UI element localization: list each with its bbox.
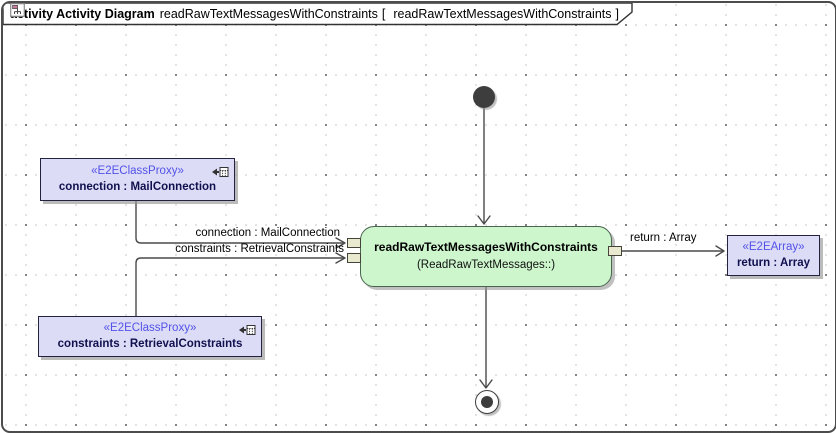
edges-layer bbox=[135, 107, 725, 389]
final-node-dot bbox=[481, 396, 493, 408]
action-name: readRawTextMessagesWithConstraints bbox=[374, 240, 598, 255]
object-flow-constraints[interactable] bbox=[135, 252, 346, 317]
edge-label-connection[interactable]: connection : MailConnection bbox=[195, 227, 340, 239]
input-pin-constraints[interactable] bbox=[347, 253, 361, 263]
node-name: connection : MailConnection bbox=[58, 180, 217, 193]
frame-kind-label: activity Activity Diagram bbox=[10, 6, 155, 21]
object-flow-connection[interactable] bbox=[135, 198, 346, 249]
node-connection-proxy[interactable]: «E2EClassProxy» connection : MailConnect… bbox=[40, 158, 235, 201]
input-pin-connection[interactable] bbox=[347, 238, 361, 248]
node-action-readrawtextmessages[interactable]: readRawTextMessagesWithConstraints (Read… bbox=[360, 226, 612, 287]
frame-diagram-name: readRawTextMessagesWithConstraints bbox=[159, 6, 378, 21]
diagram-frame-tab[interactable]: activity Activity Diagram readRawTextMes… bbox=[3, 3, 635, 26]
control-flow-action-to-final[interactable] bbox=[479, 285, 493, 389]
proxy-link-icon bbox=[211, 163, 229, 185]
stereotype-label: «E2EClassProxy» bbox=[91, 164, 184, 177]
node-constraints-proxy[interactable]: «E2EClassProxy» constraints : RetrievalC… bbox=[38, 316, 262, 357]
node-name: return : Array bbox=[736, 256, 811, 269]
activity-final-node[interactable] bbox=[475, 390, 499, 414]
stereotype-label: «E2EClassProxy» bbox=[103, 321, 197, 334]
frame-context-name: readRawTextMessagesWithConstraints bbox=[393, 6, 612, 21]
output-pin-return[interactable] bbox=[608, 246, 622, 256]
edge-label-return[interactable]: return : Array bbox=[630, 232, 697, 244]
stereotype-label: «E2EArray» bbox=[742, 240, 805, 253]
edge-label-constraints[interactable]: constraints : RetrievalConstraints bbox=[175, 243, 344, 255]
bracket-close: ] bbox=[615, 6, 619, 21]
node-return-array[interactable]: «E2EArray» return : Array bbox=[727, 235, 820, 276]
initial-node[interactable] bbox=[473, 86, 495, 108]
object-flow-return[interactable] bbox=[621, 245, 725, 257]
action-qualifier: (ReadRawTextMessages::) bbox=[416, 258, 556, 271]
node-name: constraints : RetrievalConstraints bbox=[57, 337, 243, 350]
proxy-link-icon bbox=[238, 321, 256, 343]
control-flow-initial-to-action[interactable] bbox=[477, 107, 491, 225]
bracket-open: [ bbox=[381, 6, 386, 21]
